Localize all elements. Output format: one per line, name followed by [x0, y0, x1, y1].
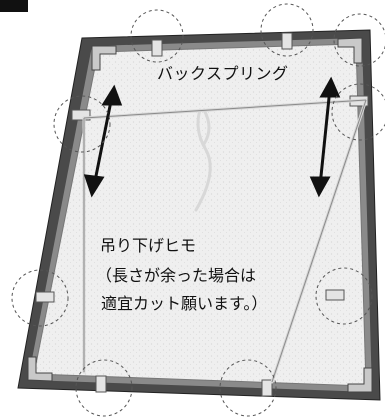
cord-note-line-1: （長さが余った場合は [96, 266, 257, 285]
corner-bracket-icon [27, 356, 53, 382]
callout-circle [333, 13, 385, 67]
callout-circle [331, 83, 385, 141]
callout-circle [219, 359, 277, 417]
corner-bracket-icon [347, 367, 373, 393]
cord-knot-loop [202, 108, 211, 146]
back-spring-icon [325, 289, 345, 301]
cord-knot-tail [194, 108, 212, 212]
back-spring-label: バックスプリング [157, 64, 289, 83]
callout-circle [130, 9, 184, 63]
arrow-head [309, 176, 331, 198]
callout-circle [53, 95, 111, 153]
double-headed-arrow-icon [92, 95, 114, 187]
corner-bracket-icon [337, 37, 363, 64]
double-headed-arrow-icon [318, 87, 332, 187]
back-spring-icon [71, 109, 91, 121]
callout-circle [260, 3, 314, 57]
corner-bracket-icon [91, 45, 117, 71]
arrow-head [83, 174, 105, 198]
callout-circle [75, 359, 133, 417]
back-spring-icon [35, 291, 55, 303]
callout-circle [11, 269, 69, 327]
back-spring-icon [261, 379, 273, 397]
hanging-cord-label: 吊り下げヒモ [100, 236, 197, 255]
cord-right-edge [271, 99, 367, 383]
arrow-head [319, 76, 341, 98]
callout-circle [315, 267, 373, 325]
cord-note-line-2: 適宜カット願います。） [101, 294, 268, 313]
back-spring-icon [95, 375, 107, 393]
arrow-head [101, 84, 123, 106]
corner-marker [0, 0, 28, 12]
cord-top-edge [83, 99, 367, 119]
back-spring-icon [281, 32, 293, 50]
back-spring-icon [151, 39, 163, 57]
